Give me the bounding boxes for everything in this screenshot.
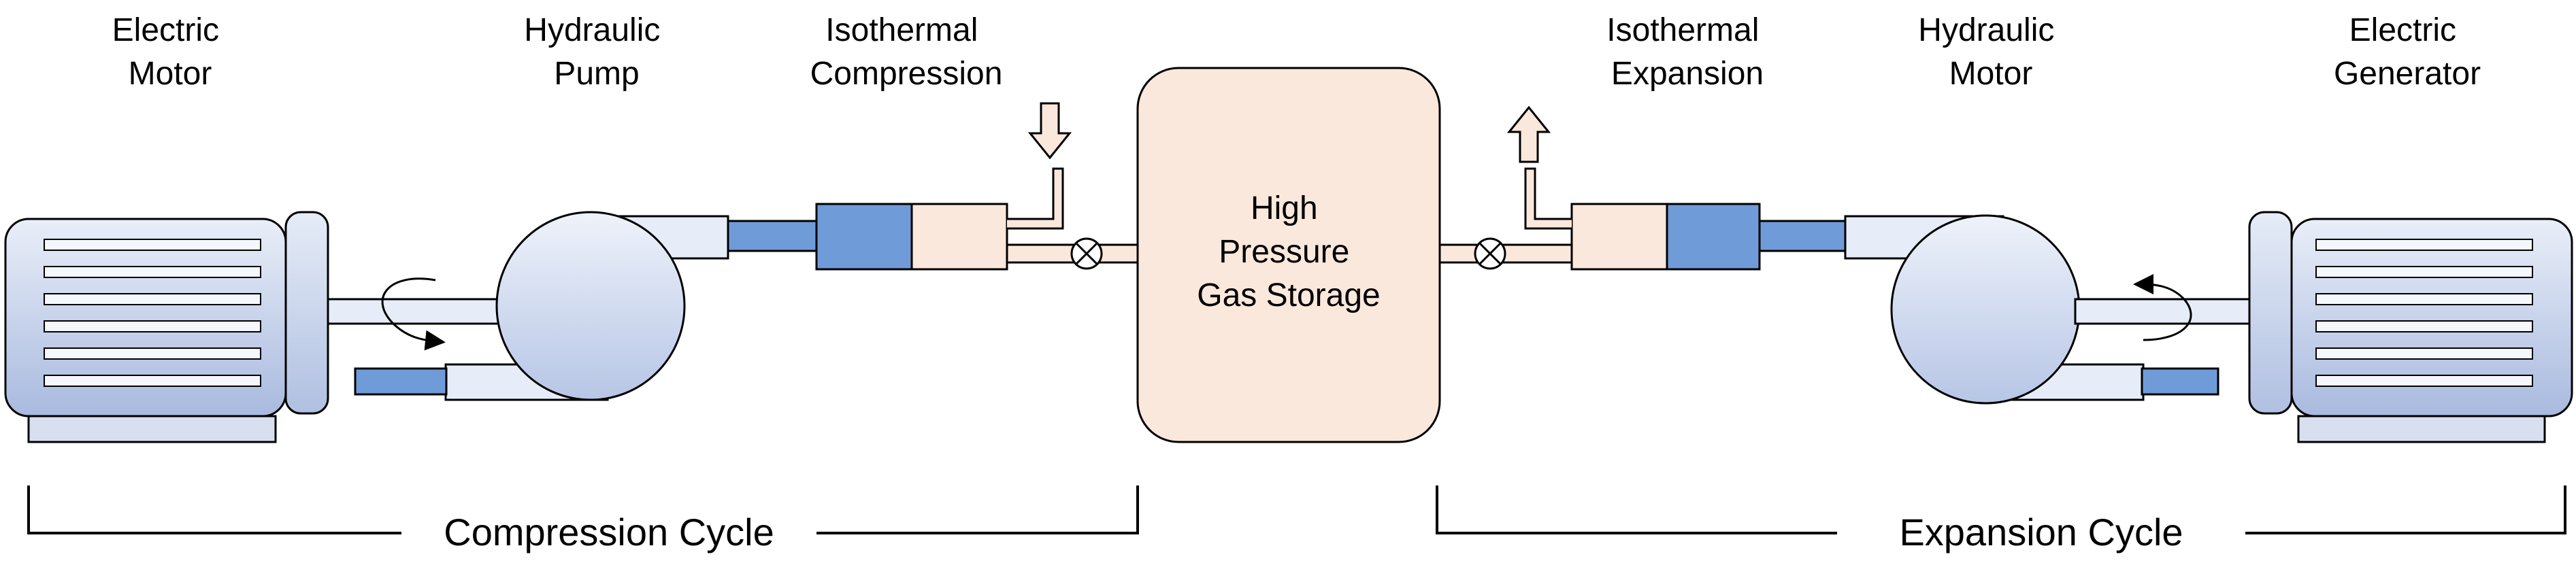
compression-cylinder — [815, 102, 1139, 271]
generator-end-cap — [2248, 211, 2293, 415]
valve-icon — [1070, 237, 1103, 270]
compression-inlet-tube — [1006, 167, 1064, 230]
generator-cooling-fins — [2315, 239, 2533, 387]
expansion-cylinder — [1438, 105, 1761, 271]
expansion-outlet-tube — [1524, 167, 1573, 230]
rotation-arrow-icon — [381, 277, 446, 351]
compression-cycle-bracket: Compression Cycle — [27, 485, 1139, 553]
expansion-cycle-bracket: Expansion Cycle — [1436, 485, 2566, 553]
generator-base — [2297, 415, 2546, 443]
hydraulic-line-right — [1758, 220, 1847, 252]
expansion-cycle-label: Expansion Cycle — [1899, 511, 2183, 553]
rotation-arrow-icon — [2133, 274, 2192, 341]
pump-inlet-pipe — [354, 367, 448, 396]
compression-gas-chamber — [910, 203, 1008, 271]
label-isothermal-compression: Isothermal Compression — [810, 12, 1003, 92]
label-electric-motor: Electric Motor — [112, 12, 229, 92]
compression-cycle-label: Compression Cycle — [444, 511, 774, 553]
motor-cooling-fins — [44, 239, 261, 387]
valve-icon — [1474, 237, 1506, 270]
arrow-down-icon — [1027, 102, 1072, 160]
hydraulic-motor-housing — [1890, 214, 2081, 405]
electric-motor — [4, 211, 329, 443]
electric-generator — [2248, 211, 2573, 443]
label-hydraulic-motor: Hydraulic Motor — [1918, 12, 2063, 92]
storage-label: High Pressure Gas Storage — [1197, 190, 1380, 313]
hydraulic-pump — [354, 211, 729, 401]
label-electric-generator: Electric Generator — [2334, 12, 2481, 92]
pump-housing — [495, 211, 686, 401]
compression-liquid-chamber — [815, 203, 913, 271]
motor-base — [27, 415, 277, 443]
generator-shaft — [2074, 298, 2251, 325]
expansion-gas-chamber — [1570, 203, 1668, 271]
label-isothermal-expansion: Isothermal Expansion — [1606, 12, 1768, 92]
hydraulic-line-left — [727, 220, 819, 252]
gas-storage-tank: High Pressure Gas Storage — [1136, 67, 1441, 443]
motor-end-cap — [284, 211, 329, 415]
motor-outlet-pipe — [2141, 367, 2219, 396]
motor-shaft — [327, 298, 505, 325]
expansion-liquid-chamber — [1666, 203, 1761, 271]
arrow-up-icon — [1506, 105, 1551, 163]
hydraulic-motor — [1844, 214, 2219, 405]
label-hydraulic-pump: Hydraulic Pump — [524, 12, 669, 92]
